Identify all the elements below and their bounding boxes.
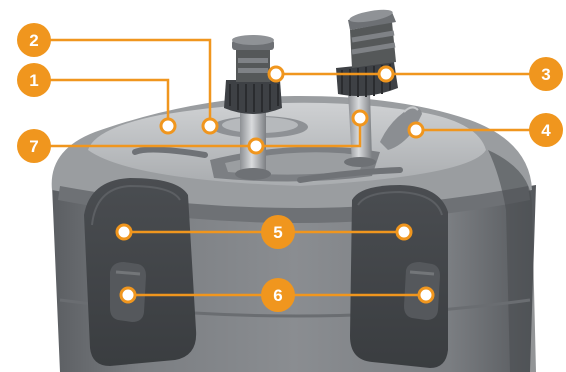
callout-label-2: 2 [29,31,38,50]
callout-badge-6: 6 [261,278,295,312]
point-4 [409,123,423,137]
callout-badge-3: 3 [529,57,563,91]
callout-label-7: 7 [29,137,38,156]
point-3b [379,67,393,81]
callout-badge-4: 4 [529,113,563,147]
callout-badge-7: 7 [17,129,51,163]
callout-badge-1: 1 [17,63,51,97]
point-3a [269,67,283,81]
callout-label-5: 5 [273,223,282,242]
point-7a [249,139,263,153]
callout-label-6: 6 [273,286,282,305]
point-6b [419,288,433,302]
point-2 [203,119,217,133]
point-6a [121,288,135,302]
point-1 [161,119,175,133]
callout-label-4: 4 [541,121,551,140]
point-5b [397,225,411,239]
point-7b [353,111,367,125]
callout-badge-5: 5 [261,215,295,249]
callout-label-1: 1 [29,71,38,90]
callout-label-3: 3 [541,65,550,84]
callout-badge-2: 2 [17,23,51,57]
point-5a [117,225,131,239]
